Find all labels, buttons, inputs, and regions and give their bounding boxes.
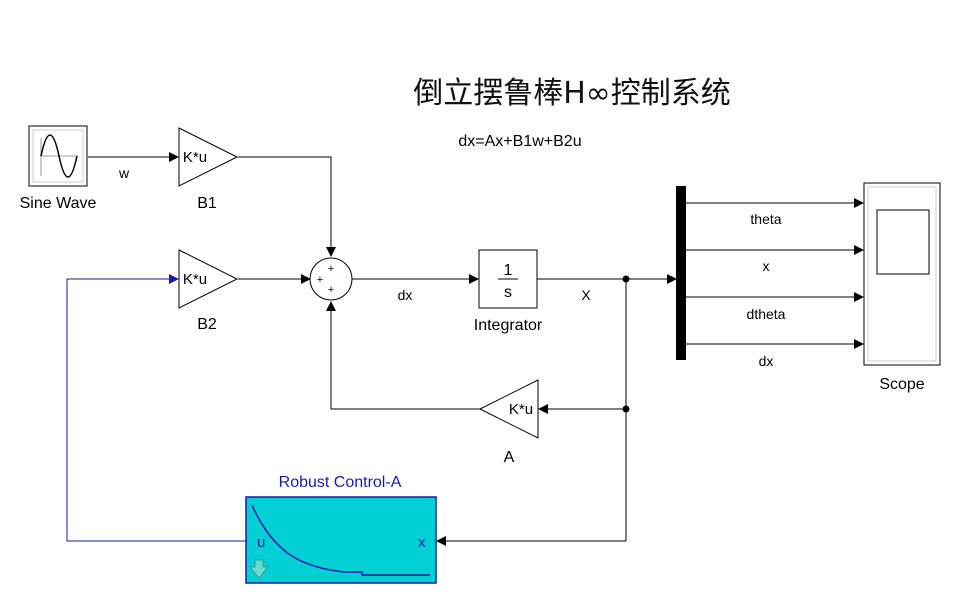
gain-b2-text: K*u bbox=[183, 271, 207, 288]
branch-point-x-top bbox=[622, 275, 630, 283]
sum-sign-left: + bbox=[317, 274, 323, 286]
decay-curve-icon bbox=[251, 504, 430, 576]
gain-b2-block[interactable]: K*u bbox=[178, 249, 239, 309]
sum-sign-bottom: + bbox=[328, 284, 334, 296]
state-equation-annotation: dx=Ax+B1w+B2u bbox=[458, 133, 581, 150]
gain-a-block[interactable]: K*u bbox=[478, 379, 539, 439]
signal-label-dx-out: dx bbox=[759, 353, 774, 369]
signal-label-w: w bbox=[118, 165, 130, 181]
diagram-title: 倒立摆鲁棒H∞控制系统 bbox=[413, 76, 731, 111]
signal-line-b1-to-sum[interactable] bbox=[238, 156, 336, 257]
gain-a-text: K*u bbox=[509, 401, 533, 418]
sum-block[interactable]: + + + bbox=[309, 257, 353, 301]
scope-block[interactable] bbox=[863, 182, 941, 366]
integrator-block[interactable]: 1 s bbox=[478, 249, 538, 309]
gain-a-label: A bbox=[504, 449, 515, 466]
robust-control-title: Robust Control-A bbox=[279, 474, 402, 491]
robust-control-port-u: u bbox=[257, 534, 265, 551]
signal-line-a-to-sum[interactable] bbox=[326, 301, 480, 410]
gain-b1-label: B1 bbox=[197, 195, 217, 212]
down-arrow-icon[interactable] bbox=[248, 559, 270, 579]
mux-block[interactable] bbox=[676, 186, 686, 360]
integrator-denominator: s bbox=[504, 284, 512, 301]
integrator-numerator: 1 bbox=[504, 262, 513, 279]
integrator-label: Integrator bbox=[474, 317, 543, 334]
sum-sign-top: + bbox=[328, 263, 334, 275]
scope-label: Scope bbox=[879, 376, 924, 393]
scope-screen-icon bbox=[876, 209, 930, 275]
gain-b1-block[interactable]: K*u bbox=[178, 127, 239, 187]
sine-wave-block[interactable] bbox=[28, 125, 88, 187]
signal-label-x-state: X bbox=[581, 287, 591, 303]
sine-wave-label: Sine Wave bbox=[20, 195, 97, 212]
signal-label-dx: dx bbox=[398, 287, 413, 303]
gain-b2-label: B2 bbox=[197, 316, 217, 333]
signal-label-dtheta: dtheta bbox=[747, 306, 786, 322]
robust-control-port-x: x bbox=[418, 534, 426, 551]
signal-line-u-feedback[interactable] bbox=[66, 274, 246, 542]
signal-label-theta: theta bbox=[750, 211, 781, 227]
gain-b1-text: K*u bbox=[183, 149, 207, 166]
sine-wave-icon bbox=[40, 134, 78, 178]
signal-label-x: x bbox=[763, 258, 770, 274]
robust-control-subsystem[interactable]: u x bbox=[245, 496, 437, 584]
